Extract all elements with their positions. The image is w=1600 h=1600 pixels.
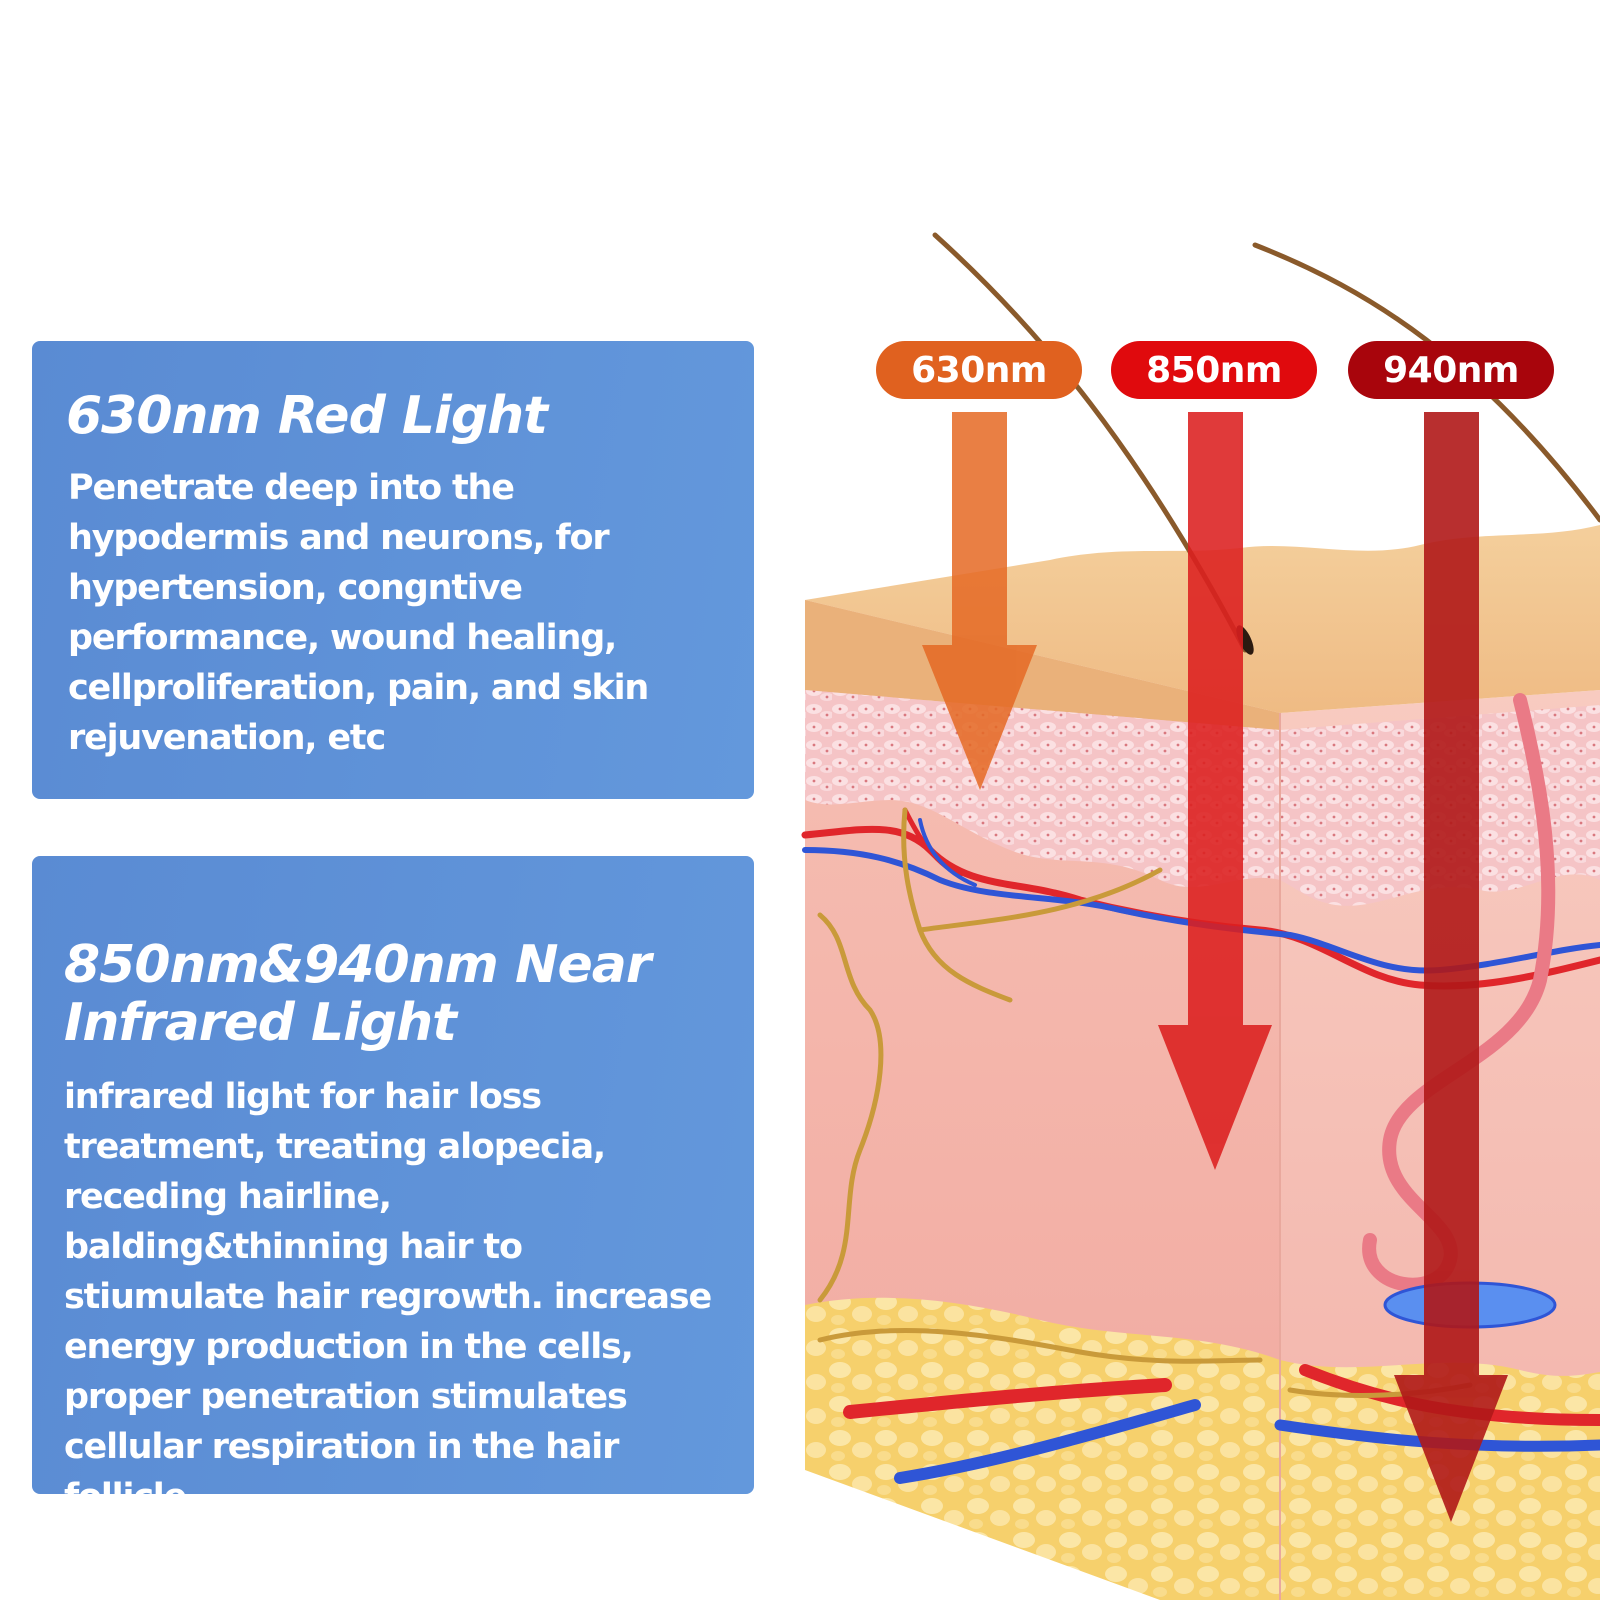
epidermis-cell-layer bbox=[805, 690, 1280, 888]
nerves bbox=[817, 807, 1473, 1398]
wavelength-label-940nm: 940nm bbox=[1348, 341, 1554, 399]
label-850nm: 850nm bbox=[1146, 350, 1282, 391]
infrared-title-line-1: 850nm&940nm Near bbox=[64, 935, 651, 995]
penetration-arrows bbox=[922, 412, 1508, 1522]
pill-850nm bbox=[1111, 341, 1317, 399]
arrow-940nm bbox=[1394, 412, 1508, 1522]
block-bottom-mask bbox=[805, 1470, 1160, 1600]
infrared-light-card: 850nm&940nm Near Infrared Light infrared… bbox=[32, 856, 754, 1517]
label-630nm: 630nm bbox=[911, 350, 1047, 391]
epidermis-front-band bbox=[805, 600, 1280, 730]
infrared-title-line-2: Infrared Light bbox=[64, 993, 457, 1053]
arrow-850nm bbox=[1158, 412, 1272, 1170]
red-light-title: 630nm Red Light bbox=[66, 386, 548, 446]
pill-630nm bbox=[876, 341, 1082, 399]
arrow-630nm bbox=[922, 412, 1037, 790]
wavelength-label-630nm: 630nm bbox=[876, 341, 1082, 399]
red-light-description: Penetrate deep into the hypodermis and n… bbox=[68, 468, 649, 758]
pill-940nm bbox=[1348, 341, 1554, 399]
wavelength-label-850nm: 850nm bbox=[1111, 341, 1317, 399]
label-940nm: 940nm bbox=[1383, 350, 1519, 391]
infrared-light-title: 850nm&940nm Near Infrared Light bbox=[64, 936, 726, 1052]
red-light-card: 630nm Red Light Penetrate deep into the … bbox=[32, 341, 754, 799]
infrared-light-description: infrared light for hair loss treatment, … bbox=[64, 1077, 712, 1517]
